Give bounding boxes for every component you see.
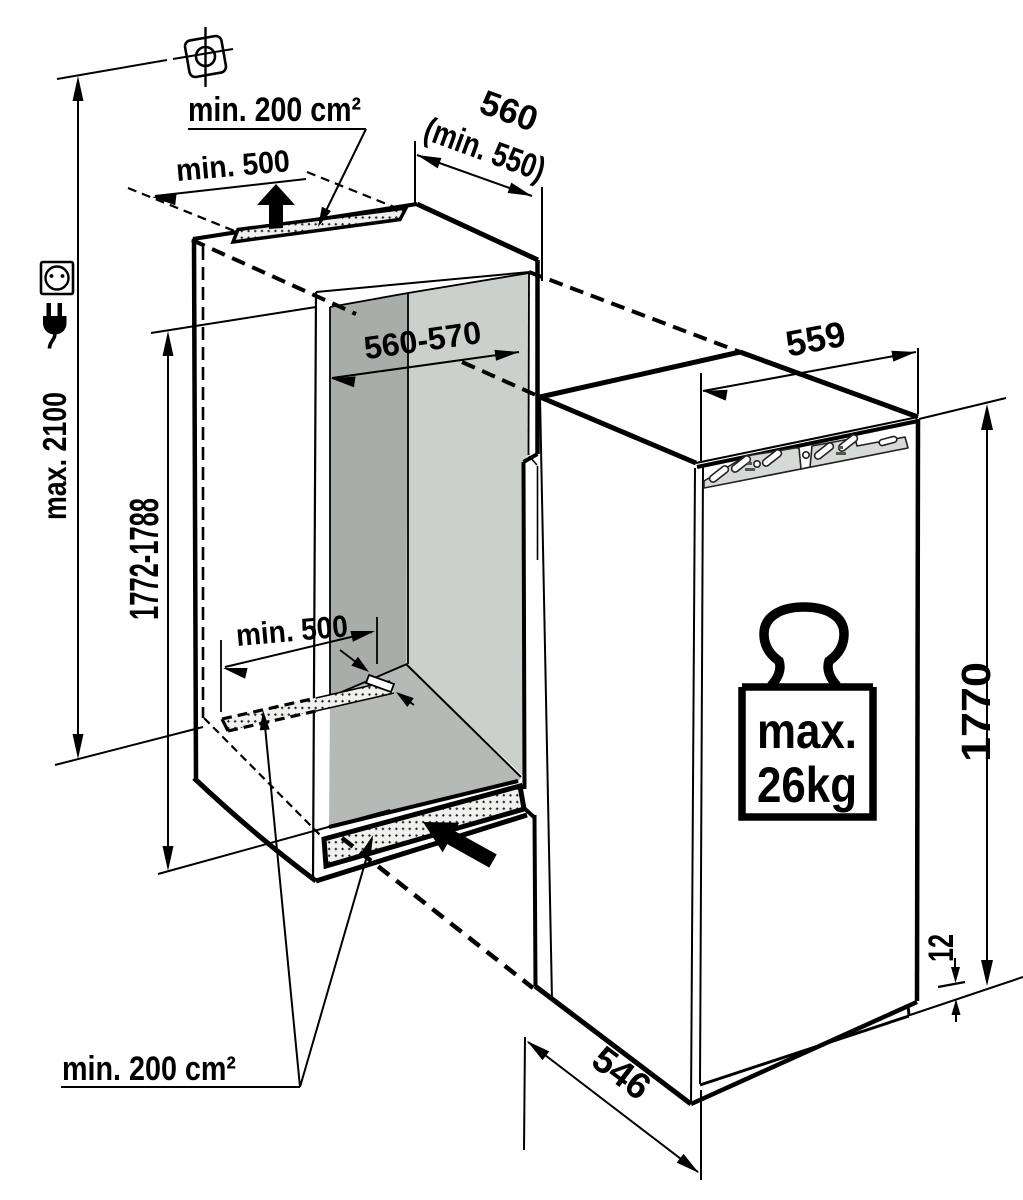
svg-text:min. 200 cm²: min. 200 cm² [188,91,361,129]
svg-text:max.: max. [757,703,857,759]
svg-text:max. 2100: max. 2100 [36,392,73,520]
svg-text:1770: 1770 [953,662,999,762]
svg-text:min. 200 cm²: min. 200 cm² [62,1050,236,1088]
svg-text:1772-1788: 1772-1788 [121,498,167,620]
svg-text:12: 12 [922,934,961,962]
svg-text:26kg: 26kg [757,757,857,813]
